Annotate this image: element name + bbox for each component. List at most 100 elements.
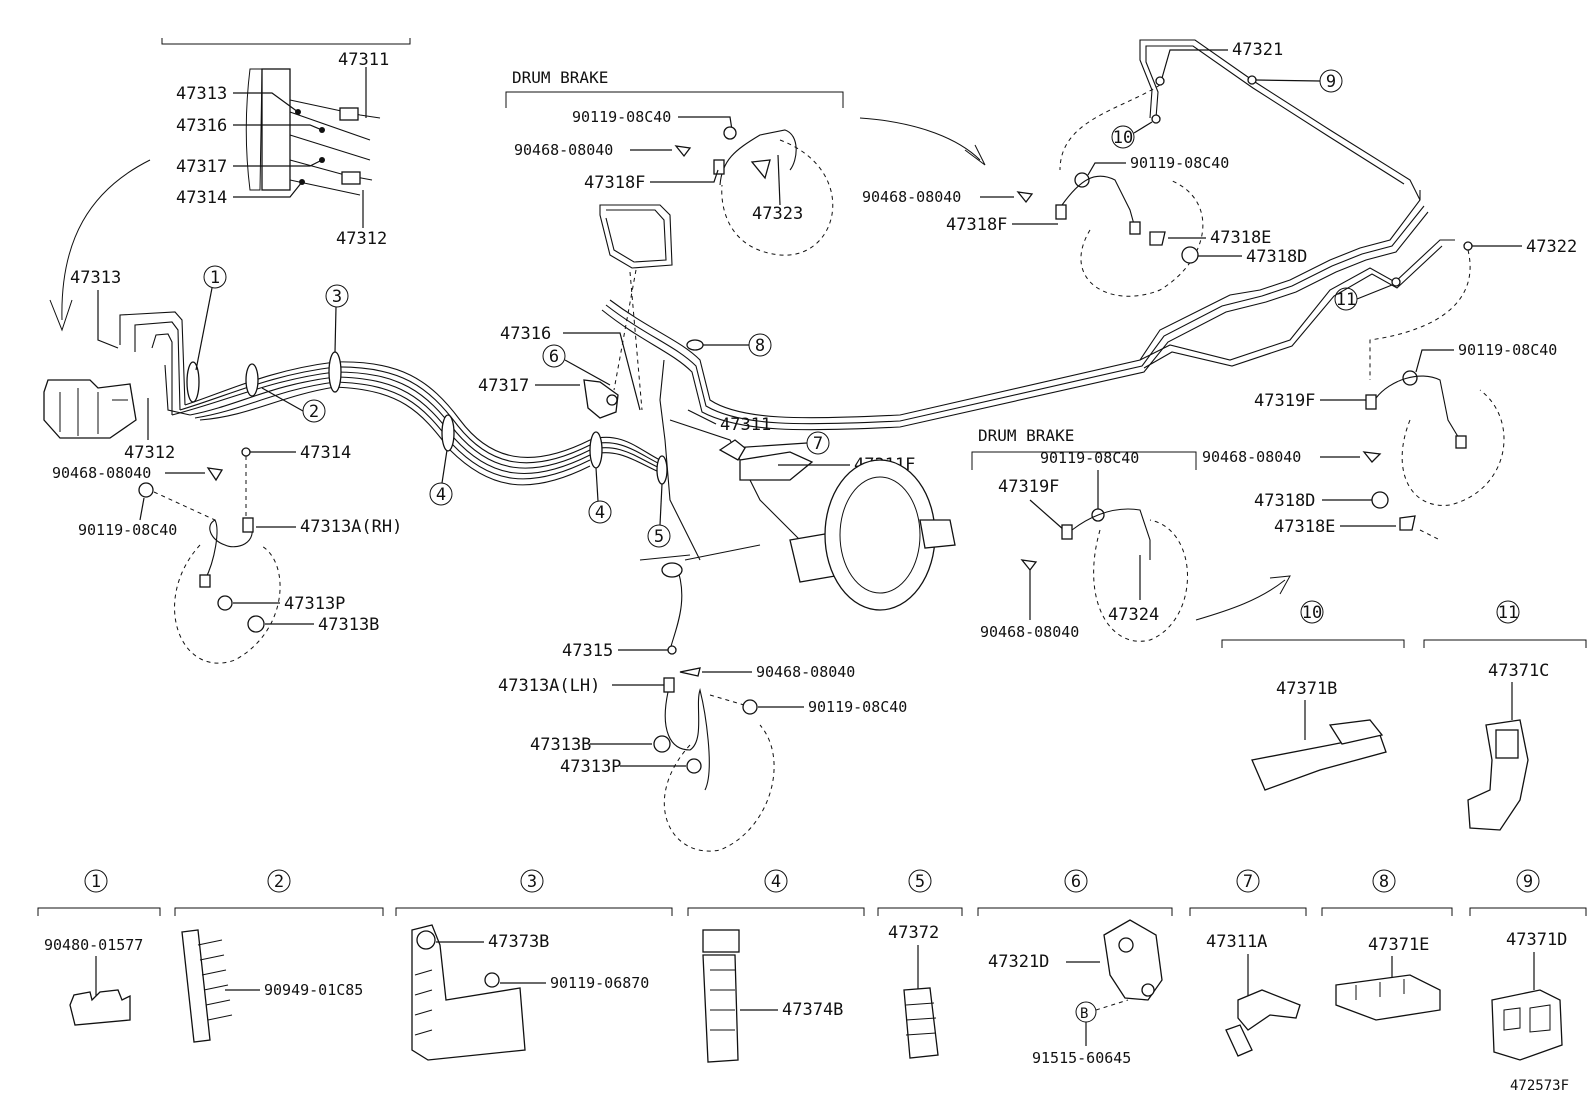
label-90119-drum-top: 90119-08C40 (572, 108, 671, 126)
label-90468-drum-top: 90468-08040 (514, 141, 613, 159)
label-47317: 47317 (478, 376, 529, 396)
bolt-b-marker: B (1080, 1006, 1088, 1022)
drum-brake-title-top: DRUM BRAKE (512, 68, 608, 87)
label-47371E: 47371E (1368, 935, 1429, 955)
drum-brake-right-mid: 90119-08C40 47319F 90468-08040 47318D 47… (1202, 341, 1557, 541)
label-47313P-lh: 47313P (560, 757, 621, 777)
label-47318E-rt: 47318E (1210, 228, 1271, 248)
label-90480: 90480-01577 (44, 936, 143, 954)
detail-10: 10 47371B (1221, 600, 1405, 791)
label-47318F-top: 47318F (584, 173, 645, 193)
label-47324: 47324 (1108, 605, 1159, 625)
drum-brake-lower: DRUM BRAKE 90119-08C40 47319F 90468-0804… (971, 426, 1291, 642)
detail-3: 3 47373B 90119-06870 (395, 869, 673, 1061)
label-47321D: 47321D (988, 952, 1049, 972)
label-47373B: 47373B (488, 932, 549, 952)
drum-brake-top: DRUM BRAKE 90119-08C40 90468-08040 47318… (505, 68, 986, 256)
label-90119-rh: 90119-08C40 (78, 521, 177, 539)
detail-11: 11 47371C (1423, 600, 1587, 831)
detail-2: 2 90949-01C85 (174, 869, 384, 1043)
left-wheel-group: 47314 90468-08040 90119-08C40 47313A(RH)… (52, 443, 402, 664)
label-47314-inset: 47314 (176, 188, 227, 208)
label-47318E-rm: 47318E (1274, 517, 1335, 537)
detail-8: 8 47371E (1321, 869, 1453, 1021)
detail-7: 7 47311A (1189, 869, 1307, 1057)
brake-tube-bundle (119, 39, 1455, 486)
detail-4: 4 47374B (687, 869, 865, 1063)
label-47312-left: 47312 (124, 443, 175, 463)
callout-9: 9 (1326, 72, 1336, 92)
label-90468-rt: 90468-08040 (862, 188, 961, 206)
drum-brake-top-right: 47321 90119-08C40 90468-08040 47318F 473… (862, 40, 1577, 380)
callout-5: 5 (654, 527, 664, 547)
label-91515: 91515-60645 (1032, 1049, 1131, 1067)
detail-callout-5: 5 (915, 872, 925, 892)
callout-3: 3 (332, 287, 342, 307)
label-47313B-lh: 47313B (530, 735, 591, 755)
label-47371C: 47371C (1488, 661, 1549, 681)
label-90468-lh: 90468-08040 (756, 663, 855, 681)
detail-callout-6: 6 (1071, 872, 1081, 892)
label-47321: 47321 (1232, 40, 1283, 60)
callout-2: 2 (309, 402, 319, 422)
label-90119-lower: 90119-08C40 (1040, 449, 1139, 467)
label-47311: 47311 (720, 415, 771, 435)
label-47316-inset: 47316 (176, 116, 227, 136)
label-47315: 47315 (562, 641, 613, 661)
detail-callout-1: 1 (91, 872, 101, 892)
detail-callout-4: 4 (771, 872, 781, 892)
label-47313-inset: 47313 (176, 84, 227, 104)
abs-actuator (43, 379, 137, 439)
callout-10: 10 (1113, 128, 1133, 148)
callout-4b: 4 (595, 503, 605, 523)
label-90119-rt: 90119-08C40 (1130, 154, 1229, 172)
lh-wheel-group: 90468-08040 47313A(LH) 90119-08C40 47313… (498, 663, 907, 852)
detail-callout-7: 7 (1243, 872, 1253, 892)
label-47312-inset: 47312 (336, 229, 387, 249)
label-47318D-rt: 47318D (1246, 247, 1307, 267)
callouts-main: 1 2 3 4 4 5 6 7 8 9 10 11 (195, 69, 1393, 548)
label-47313P-rh: 47313P (284, 594, 345, 614)
label-90468-rh: 90468-08040 (52, 464, 151, 482)
label-47374B: 47374B (782, 1000, 843, 1020)
label-47316: 47316 (500, 324, 551, 344)
label-47313A-RH: 47313A(RH) (300, 517, 402, 537)
label-90468-rm: 90468-08040 (1202, 448, 1301, 466)
label-47311-inset: 47311 (338, 50, 389, 70)
detail-6: 6 47321D B 91515-60645 (977, 869, 1173, 1067)
label-47313B-rh: 47313B (318, 615, 379, 635)
detail-callout-9: 9 (1523, 872, 1533, 892)
label-90468-lower: 90468-08040 (980, 623, 1079, 641)
callout-4a: 4 (436, 485, 446, 505)
label-47318D-rm: 47318D (1254, 491, 1315, 511)
label-47319F-rm: 47319F (1254, 391, 1315, 411)
label-90119-rm: 90119-08C40 (1458, 341, 1557, 359)
detail-callout-11: 11 (1498, 603, 1518, 623)
detail-1: 1 90480-01577 (37, 869, 161, 1026)
label-47371B: 47371B (1276, 679, 1337, 699)
label-47323: 47323 (752, 204, 803, 224)
drum-brake-title-lower: DRUM BRAKE (978, 426, 1074, 445)
label-47371D: 47371D (1506, 930, 1567, 950)
label-47313A-LH: 47313A(LH) (498, 676, 600, 696)
label-47317-inset: 47317 (176, 157, 227, 177)
figure-code: 472573F (1510, 1078, 1569, 1094)
callout-1: 1 (210, 268, 220, 288)
detail-callout-3: 3 (527, 872, 537, 892)
label-47372: 47372 (888, 923, 939, 943)
label-47322: 47322 (1526, 237, 1577, 257)
label-90119-lh: 90119-08C40 (808, 698, 907, 716)
detail-callout-10: 10 (1302, 603, 1322, 623)
center-group: 47316 47317 47311 47311F 47315 (478, 269, 956, 661)
detail-5: 5 47372 (877, 869, 963, 1059)
label-47314: 47314 (300, 443, 351, 463)
arrow-inset-to-actuator (61, 159, 151, 321)
label-47313-left: 47313 (70, 268, 121, 288)
label-47311A: 47311A (1206, 932, 1267, 952)
detail-callout-2: 2 (274, 872, 284, 892)
callout-7: 7 (813, 434, 823, 454)
label-47318F-rt: 47318F (946, 215, 1007, 235)
detail-callout-8: 8 (1379, 872, 1389, 892)
